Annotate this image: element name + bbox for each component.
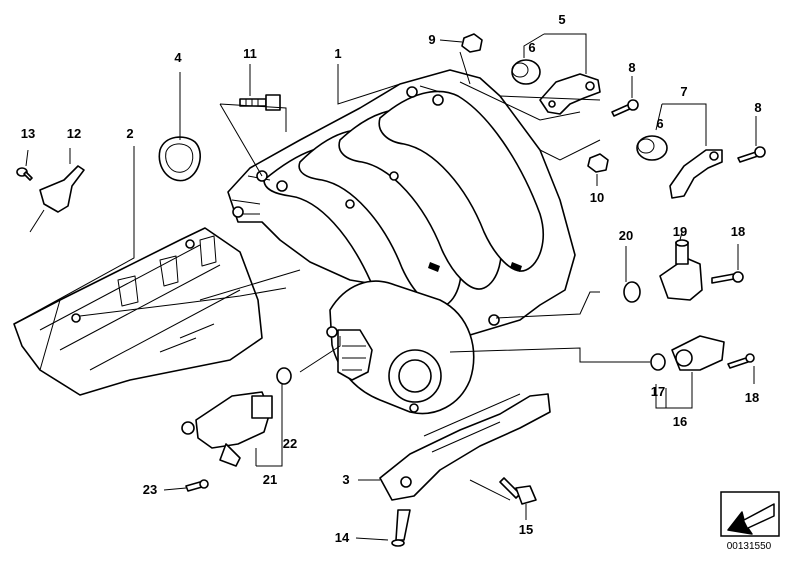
callout-21: 21 [263,472,277,487]
callout-2: 2 [126,126,133,141]
callout-22: 22 [283,436,297,451]
idle-control-valve-21[interactable] [181,391,273,467]
callout-19: 19 [673,224,687,239]
callout-18a: 18 [731,224,745,239]
callout-18b: 18 [745,390,759,405]
clip-12[interactable] [39,165,85,213]
screw-23[interactable] [185,479,209,492]
coolant-connector-19[interactable] [659,239,703,301]
intake-manifold[interactable] [227,69,576,336]
throttle-body[interactable] [326,280,500,415]
callout-labels: 1 2 3 4 5 6 6 7 8 8 9 10 11 12 13 14 15 … [21,12,762,545]
screw-18-upper[interactable] [711,271,744,284]
support-bracket-3[interactable] [379,393,551,501]
screw-8-right[interactable] [737,146,766,163]
diagram-number: 00131550 [726,541,772,552]
callout-12: 12 [67,126,81,141]
callout-4: 4 [174,50,182,65]
nut-9[interactable] [461,33,483,53]
bracket-5[interactable] [539,73,601,115]
callout-11: 11 [243,46,257,61]
callout-8a: 8 [628,60,635,75]
bolt-11[interactable] [239,94,281,111]
callout-6b: 6 [656,116,663,131]
callout-5: 5 [558,12,565,27]
callout-10: 10 [590,190,604,205]
callout-16: 16 [673,414,687,429]
callout-1: 1 [334,46,341,61]
callout-7: 7 [680,84,687,99]
callout-14: 14 [335,530,350,545]
callout-13: 13 [21,126,35,141]
callout-23: 23 [143,482,157,497]
callout-17: 17 [651,384,665,399]
callout-3: 3 [342,472,349,487]
bolt-15[interactable] [499,477,537,505]
callout-9: 9 [428,32,435,47]
bracket-7[interactable] [669,149,723,199]
screw-18-lower[interactable] [727,353,755,369]
seal-ring-22[interactable] [276,367,292,385]
screw-13[interactable] [16,167,33,181]
screw-8-upper[interactable] [611,99,639,117]
o-ring-20[interactable] [623,281,641,303]
sleeve-6-upper[interactable] [511,59,541,85]
leader-lines [13,33,757,541]
callout-15: 15 [519,522,533,537]
callout-6a: 6 [528,40,535,55]
manifold-shield[interactable] [13,227,263,396]
sensor-16[interactable] [671,335,725,371]
arrow-down-left-icon [720,491,780,537]
callout-8b: 8 [754,100,761,115]
sleeve-6-lower[interactable] [636,135,668,161]
nut-10[interactable] [587,153,609,173]
o-ring-17[interactable] [650,353,666,371]
screw-14[interactable] [391,509,411,547]
callout-20: 20 [619,228,633,243]
